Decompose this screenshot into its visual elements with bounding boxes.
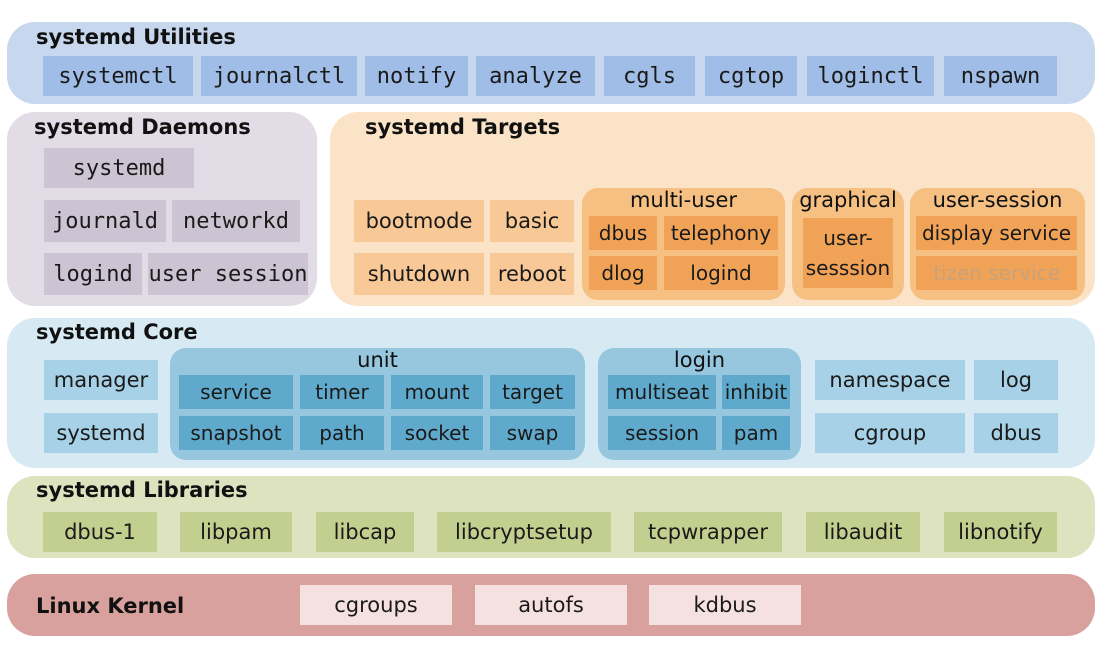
lib-libaudit: libaudit: [806, 512, 920, 552]
lib-libnotify: libnotify: [944, 512, 1057, 552]
kernel-cgroups: cgroups: [300, 585, 452, 625]
unit-timer: timer: [300, 375, 384, 409]
kernel-title: Linux Kernel: [36, 594, 185, 618]
kernel-autofs: autofs: [475, 585, 627, 625]
user-session-display-service: display service: [916, 216, 1077, 250]
core-cgroup: cgroup: [815, 413, 965, 453]
libraries-title: systemd Libraries: [36, 478, 248, 502]
user-session-label: user-session: [932, 188, 1063, 212]
multi-user-dbus: dbus: [589, 216, 657, 250]
unit-label: unit: [357, 348, 398, 372]
unit-socket: socket: [391, 416, 483, 450]
login-pam: pam: [722, 416, 790, 450]
util-analyze: analyze: [476, 56, 595, 96]
unit-mount: mount: [391, 375, 483, 409]
unit-snapshot: snapshot: [179, 416, 293, 450]
login-multiseat: multiseat: [608, 375, 716, 409]
lib-dbus-1: dbus-1: [43, 512, 157, 552]
daemon-user-session: user session: [148, 253, 308, 295]
util-cgtop: cgtop: [705, 56, 797, 96]
core-manager: manager: [44, 360, 158, 400]
target-bootmode: bootmode: [354, 200, 484, 242]
multi-user-dlog: dlog: [589, 256, 657, 290]
multi-user-logind: logind: [664, 256, 778, 290]
unit-swap: swap: [490, 416, 575, 450]
target-reboot: reboot: [490, 253, 574, 295]
multi-user-label: multi-user: [629, 188, 738, 212]
unit-target: target: [490, 375, 575, 409]
lib-libcap: libcap: [316, 512, 414, 552]
util-systemctl: systemctl: [43, 56, 193, 96]
core-dbus: dbus: [974, 413, 1058, 453]
target-shutdown: shutdown: [354, 253, 484, 295]
user-session-tizen-service: tizen service: [916, 256, 1077, 290]
kernel-kdbus: kdbus: [649, 585, 801, 625]
core-namespace: namespace: [815, 360, 965, 400]
target-basic: basic: [490, 200, 574, 242]
graphical-user-session: user- sesssion: [803, 218, 893, 288]
graphical-label: graphical: [799, 188, 897, 212]
daemons-title: systemd Daemons: [34, 115, 251, 139]
daemon-systemd: systemd: [44, 148, 194, 188]
login-label: login: [673, 348, 726, 372]
lib-libcryptsetup: libcryptsetup: [437, 512, 611, 552]
daemon-journald: journald: [44, 200, 166, 242]
util-cgls: cgls: [604, 56, 695, 96]
multi-user-telephony: telephony: [664, 216, 778, 250]
core-systemd: systemd: [44, 413, 158, 453]
util-loginctl: loginctl: [807, 56, 934, 96]
unit-service: service: [179, 375, 293, 409]
util-notify: notify: [365, 56, 468, 96]
core-title: systemd Core: [36, 320, 198, 344]
targets-title: systemd Targets: [365, 115, 561, 139]
login-inhibit: inhibit: [722, 375, 790, 409]
core-log: log: [974, 360, 1058, 400]
lib-tcpwrapper: tcpwrapper: [634, 512, 782, 552]
lib-libpam: libpam: [180, 512, 292, 552]
daemon-networkd: networkd: [172, 200, 300, 242]
unit-path: path: [300, 416, 384, 450]
util-nspawn: nspawn: [944, 56, 1057, 96]
login-session: session: [608, 416, 716, 450]
daemon-logind: logind: [44, 253, 142, 295]
util-journalctl: journalctl: [201, 56, 357, 96]
utilities-title: systemd Utilities: [36, 25, 236, 49]
